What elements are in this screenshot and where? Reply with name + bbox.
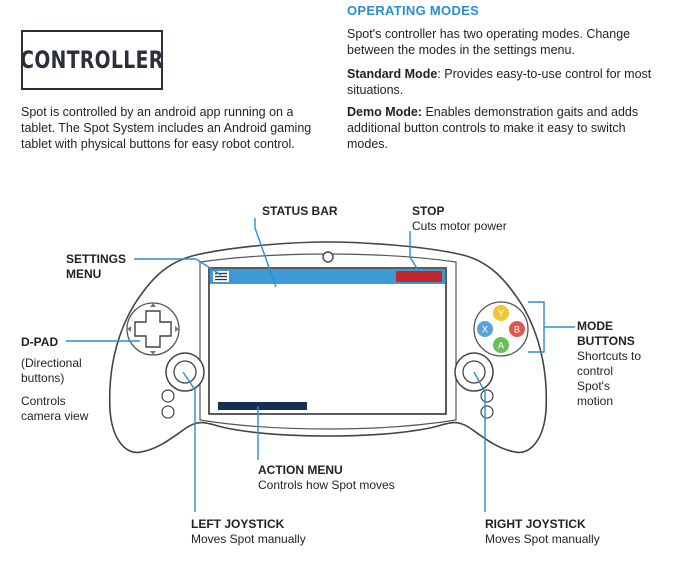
dpad-desc-2: Controls camera view	[21, 394, 89, 423]
left-small-button-2	[161, 405, 175, 419]
dpad-left-arrow	[127, 326, 131, 332]
right-small-button-2	[480, 405, 494, 419]
screen	[208, 267, 447, 415]
button-x	[477, 321, 493, 337]
camera-dot	[322, 251, 334, 263]
left-joystick-inner	[173, 360, 197, 384]
mode-buttons-label: MODE BUTTONS Shortcuts to control Spot's…	[577, 319, 649, 409]
settings-menu-title: SETTINGS MENU	[66, 252, 127, 281]
operating-modes-heading: OPERATING MODES	[347, 3, 480, 18]
face-buttons-base	[473, 301, 529, 357]
action-menu-bar	[218, 402, 307, 410]
dpad-cross	[134, 310, 172, 348]
stop-title: STOP	[412, 204, 445, 218]
action-menu-desc: Controls how Spot moves	[258, 478, 395, 492]
tablet-frame	[199, 253, 457, 430]
settings-menu-label: SETTINGS MENU	[66, 252, 136, 282]
right-joystick-leader	[473, 371, 486, 512]
demo-mode-name: Demo Mode:	[347, 105, 422, 119]
settings-menu-leader	[134, 258, 222, 276]
action-menu-title: ACTION MENU	[258, 463, 343, 477]
standard-mode-desc: : Provides easy-to-use control for most …	[347, 67, 652, 97]
button-y	[493, 305, 509, 321]
stop-label: STOP Cuts motor power	[412, 204, 507, 234]
button-a	[493, 337, 509, 353]
button-b-label: B	[514, 325, 520, 335]
button-b	[509, 321, 525, 337]
status-bar-label: STATUS BAR	[262, 204, 338, 219]
dpad-up-arrow	[150, 303, 156, 307]
action-menu-label: ACTION MENU Controls how Spot moves	[258, 463, 395, 493]
dpad-right-arrow	[175, 326, 179, 332]
dpad-down-arrow	[150, 351, 156, 355]
left-joystick-label: LEFT JOYSTICK Moves Spot manually	[191, 517, 306, 547]
button-a-label: A	[498, 341, 504, 351]
status-bar	[210, 269, 445, 284]
dpad-title: D-PAD	[21, 335, 59, 349]
settings-menu-icon	[213, 271, 229, 282]
stop-button	[396, 271, 442, 282]
standard-mode-text: Standard Mode: Provides easy-to-use cont…	[347, 66, 667, 98]
page-title: CONTROLLER	[20, 46, 164, 74]
right-small-button-1	[480, 389, 494, 403]
left-joystick-leader	[182, 371, 196, 512]
title-box: CONTROLLER	[20, 30, 164, 90]
demo-mode-text: Demo Mode: Enables demonstration gaits a…	[347, 104, 667, 152]
stop-desc: Cuts motor power	[412, 219, 507, 233]
stop-leader	[409, 231, 419, 271]
intro-text: Spot is controlled by an android app run…	[21, 105, 312, 151]
status-bar-leader	[254, 218, 277, 288]
operating-modes-body: Spot's controller has two operating mode…	[347, 27, 631, 57]
standard-mode-name: Standard Mode	[347, 67, 438, 81]
left-small-button-1	[161, 389, 175, 403]
left-joystick-desc: Moves Spot manually	[191, 532, 306, 546]
mode-buttons-title: MODE BUTTONS	[577, 319, 635, 348]
mode-buttons-desc: Shortcuts to control Spot's motion	[577, 349, 642, 408]
right-joystick-desc: Moves Spot manually	[485, 532, 600, 546]
button-x-label: X	[482, 325, 488, 335]
dpad-desc-1: (Directional buttons)	[21, 356, 82, 385]
right-joystick-title: RIGHT JOYSTICK	[485, 517, 586, 531]
left-joystick-title: LEFT JOYSTICK	[191, 517, 285, 531]
right-joystick-label: RIGHT JOYSTICK Moves Spot manually	[485, 517, 600, 547]
status-bar-title: STATUS BAR	[262, 204, 338, 218]
dpad-label: D-PAD (Directional buttons) Controls cam…	[21, 335, 121, 424]
button-y-label: Y	[498, 309, 504, 319]
demo-mode-desc: Enables demonstration gaits and adds add…	[347, 105, 639, 151]
